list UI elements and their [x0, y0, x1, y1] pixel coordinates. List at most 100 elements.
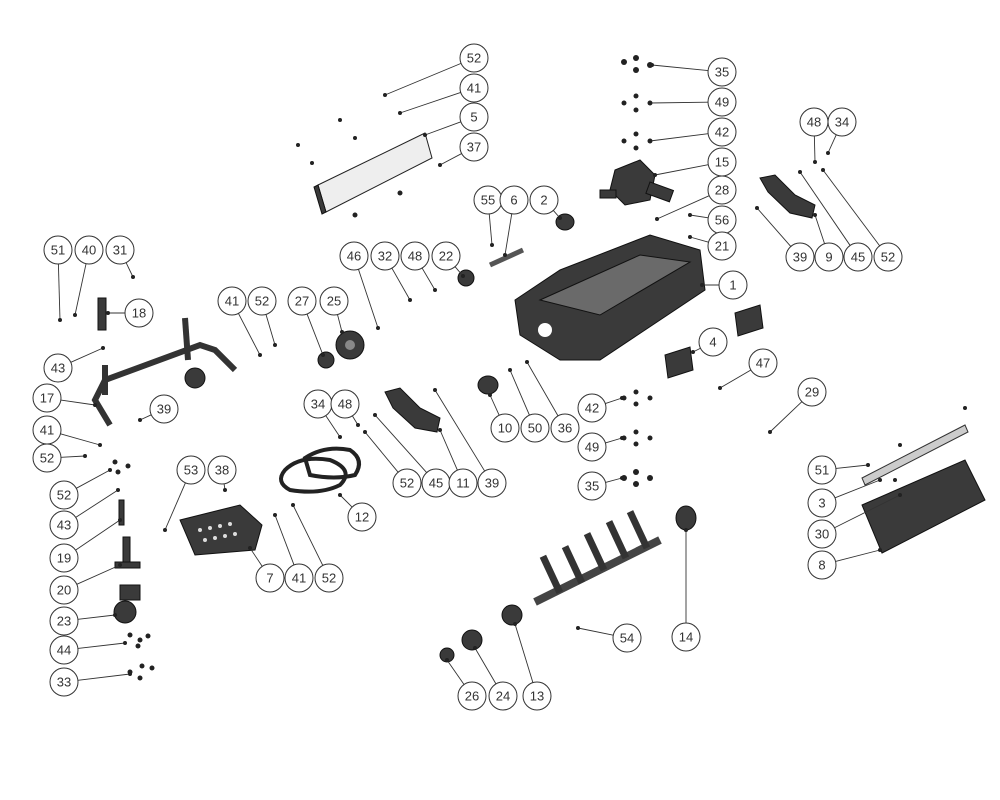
- callout-circle: [718, 270, 748, 300]
- callout-number: 48: [338, 397, 352, 412]
- leader-end-dot: [438, 428, 442, 432]
- callout-circle: [319, 286, 349, 316]
- leader-line: [651, 64, 709, 72]
- callout-7: 7: [248, 546, 285, 593]
- callout-number: 51: [815, 463, 829, 478]
- callout-number: 4: [709, 335, 716, 350]
- leader-line: [75, 489, 119, 518]
- callout-28: 28: [655, 175, 737, 221]
- leader-end-dot: [338, 493, 342, 497]
- leader-end-dot: [503, 253, 507, 257]
- leader-end-dot: [438, 163, 442, 167]
- handle-part-18: [97, 297, 107, 331]
- callout-number: 9: [825, 250, 832, 265]
- leader-line: [274, 514, 295, 566]
- leader-line: [834, 494, 901, 529]
- callout-number: 53: [184, 463, 198, 478]
- callout-circle: [32, 383, 62, 413]
- leader-end-dot: [101, 346, 105, 350]
- leader-line: [399, 92, 461, 114]
- cover-plate-part: [313, 132, 433, 215]
- belt-part: [279, 446, 361, 494]
- leader-line: [77, 642, 126, 649]
- callout-number: 19: [57, 551, 71, 566]
- callout-22: 22: [431, 241, 465, 278]
- callout-circle: [49, 667, 79, 697]
- leader-line: [364, 431, 399, 473]
- leader-line: [654, 164, 709, 176]
- callout-number: 35: [585, 479, 599, 494]
- callout-52: 52: [32, 443, 87, 473]
- callout-34: 34: [826, 107, 857, 155]
- callout-circle: [49, 575, 79, 605]
- bushing-part-10: [477, 375, 499, 395]
- leader-line: [814, 214, 825, 244]
- callout-23: 23: [49, 606, 117, 636]
- leader-line: [719, 369, 752, 389]
- leader-end-dot: [58, 318, 62, 322]
- wheel-part: [184, 367, 206, 389]
- leader-end-dot: [338, 435, 342, 439]
- callout-36: 36: [525, 360, 580, 443]
- leader-end-dot: [291, 503, 295, 507]
- leader-end-dot: [118, 563, 122, 567]
- strip-part-3: [861, 424, 969, 486]
- leader-end-dot: [620, 396, 624, 400]
- leader-end-dot: [813, 160, 817, 164]
- leader-line: [488, 213, 493, 246]
- callout-number: 30: [815, 527, 829, 542]
- disc-part: [457, 269, 475, 287]
- leader-line: [656, 195, 710, 220]
- callout-number: 32: [378, 249, 392, 264]
- callout-49: 49: [648, 87, 737, 117]
- callout-circle: [217, 286, 247, 316]
- leader-end-dot: [688, 213, 692, 217]
- callout-circle: [207, 455, 237, 485]
- callout-26: 26: [445, 658, 487, 711]
- callout-56: 56: [688, 205, 737, 235]
- callout-49: 49: [577, 432, 624, 462]
- callout-52: 52: [247, 286, 277, 347]
- callout-1: 1: [700, 270, 748, 300]
- callout-11: 11: [438, 428, 478, 498]
- callout-number: 33: [57, 675, 71, 690]
- callout-circle: [459, 102, 489, 132]
- callout-circle: [807, 550, 837, 580]
- leader-end-dot: [433, 288, 437, 292]
- callout-circle: [284, 563, 314, 593]
- leader-line: [391, 267, 411, 301]
- callout-number: 10: [498, 421, 512, 436]
- callout-number: 37: [467, 140, 481, 155]
- callout-number: 8: [818, 558, 825, 573]
- callout-circle: [124, 298, 154, 328]
- leader-end-dot: [688, 235, 692, 239]
- callout-circle: [49, 635, 79, 665]
- leader-end-dot: [898, 493, 902, 497]
- callout-39: 39: [433, 388, 507, 498]
- callout-3: 3: [807, 478, 882, 518]
- callout-14: 14: [671, 528, 701, 652]
- leader-line: [649, 101, 709, 104]
- callout-circle: [707, 87, 737, 117]
- callout-31: 31: [105, 235, 135, 279]
- leader-end-dot: [700, 283, 704, 287]
- leader-line: [605, 397, 623, 404]
- callout-32: 32: [370, 241, 412, 302]
- leader-end-dot: [826, 151, 830, 155]
- callout-circle: [149, 394, 179, 424]
- leader-end-dot: [113, 613, 117, 617]
- callout-number: 44: [57, 643, 71, 658]
- callout-number: 11: [456, 476, 470, 491]
- callout-51: 51: [807, 455, 870, 485]
- callout-55: 55: [473, 185, 503, 247]
- plate-part-4: [664, 304, 764, 379]
- leader-end-dot: [648, 139, 652, 143]
- callout-circle: [347, 502, 377, 532]
- callout-51: 51: [43, 235, 73, 322]
- callout-8: 8: [807, 548, 882, 580]
- leader-end-dot: [866, 463, 870, 467]
- leader-line: [384, 62, 462, 96]
- callout-34: 34: [303, 389, 342, 439]
